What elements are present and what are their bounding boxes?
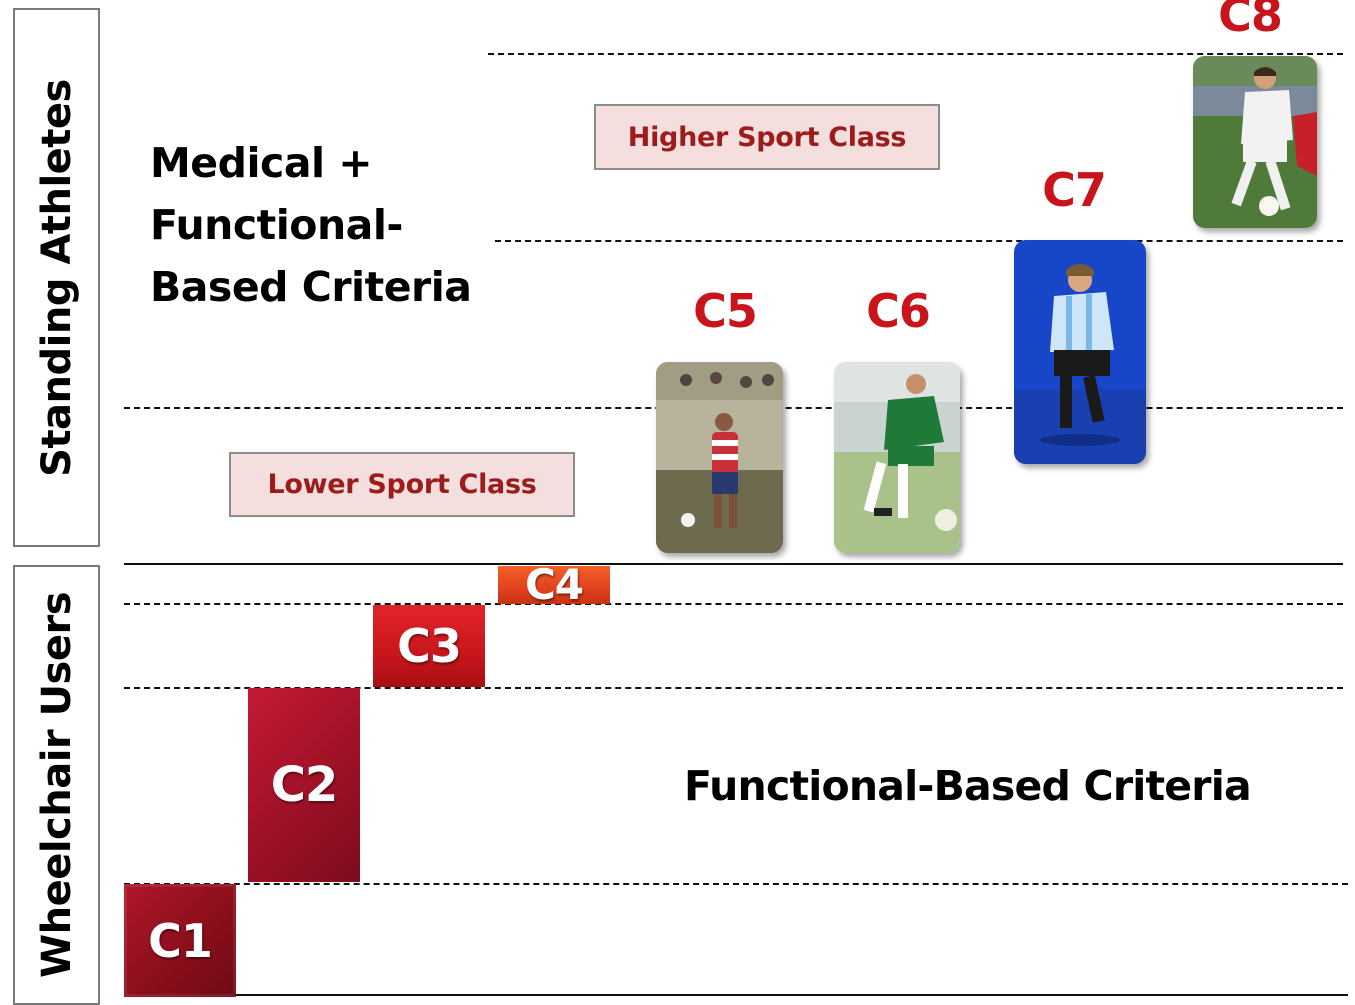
criteria-line-2: Functional- — [150, 201, 403, 249]
medical-functional-criteria: Medical + Functional- Based Criteria — [150, 132, 472, 318]
class-c2-block: C2 — [248, 688, 360, 882]
class-c7-label: C7 — [1042, 163, 1107, 217]
wheelchair-users-label: Wheelchair Users — [33, 591, 80, 979]
divider-c8-top — [488, 53, 1343, 55]
class-c1-block: C1 — [124, 884, 236, 997]
divider-c7-top — [495, 240, 1343, 242]
higher-sport-class-box: Higher Sport Class — [594, 104, 940, 170]
standing-athletes-label: Standing Athletes — [33, 78, 80, 477]
functional-criteria: Functional-Based Criteria — [684, 762, 1252, 810]
divider-c2-top — [124, 687, 1343, 689]
standing-athletes-group: Standing Athletes — [13, 8, 100, 547]
class-c5-label: C5 — [693, 284, 758, 338]
divider-c3-top — [124, 603, 1343, 605]
criteria-line-1: Medical + — [150, 139, 373, 187]
class-c6-player-photo — [834, 362, 960, 553]
class-c7-player-photo — [1014, 240, 1146, 464]
divider-bottom — [124, 994, 1348, 996]
class-c4-block: C4 — [498, 564, 610, 606]
class-c3-block: C3 — [373, 605, 485, 687]
wheelchair-users-group: Wheelchair Users — [13, 565, 100, 1005]
class-c6-label: C6 — [866, 284, 931, 338]
divider-standing-wheelchair — [124, 563, 1343, 565]
class-c5-player-photo — [656, 362, 783, 553]
divider-c1-top — [124, 883, 1348, 885]
lower-sport-class-box: Lower Sport Class — [229, 452, 575, 517]
class-c8-label: C8 — [1218, 0, 1283, 42]
criteria-line-3: Based Criteria — [150, 263, 472, 311]
class-c8-player-photo — [1193, 56, 1317, 228]
